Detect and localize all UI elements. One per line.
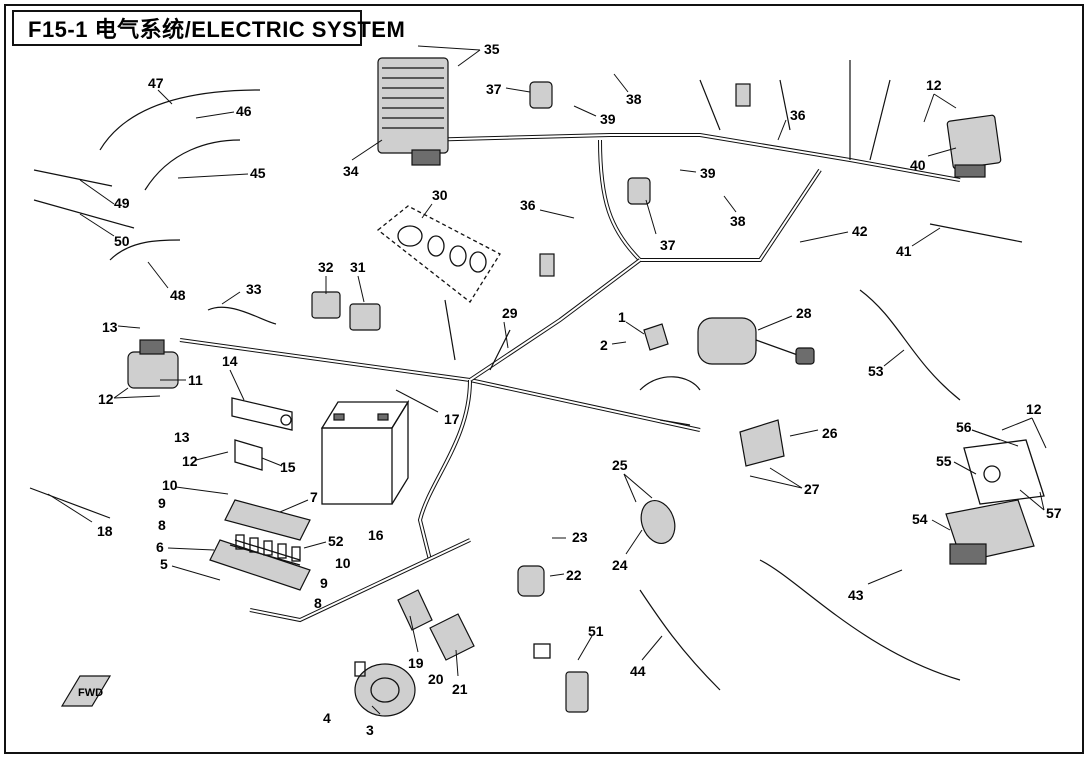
callout-17: 17 (444, 411, 460, 427)
o2-sensors (529, 81, 751, 277)
callout-16: 16 (368, 527, 384, 543)
callout-33: 33 (246, 281, 262, 297)
callout-23: 23 (572, 529, 588, 545)
callout-20: 20 (428, 671, 444, 687)
callout-51: 51 (588, 623, 604, 639)
callout-42: 42 (852, 223, 868, 239)
callout-2: 2 (600, 337, 608, 353)
ecu-bracket (963, 439, 1045, 505)
ecu (945, 499, 1035, 565)
callout-26: 26 (822, 425, 838, 441)
callout-56: 56 (956, 419, 972, 435)
callout-12-bracket: 12 (182, 453, 198, 469)
callout-39-mid: 39 (700, 165, 716, 181)
callout-47: 47 (148, 75, 164, 91)
callout-10-right: 10 (335, 555, 351, 571)
callout-52: 52 (328, 533, 344, 549)
callout-8-right: 8 (314, 595, 322, 611)
callout-36-mid: 36 (520, 197, 536, 213)
callout-18: 18 (97, 523, 113, 539)
page-title: F15-1 电气系统/ELECTRIC SYSTEM (28, 17, 406, 42)
callout-22: 22 (566, 567, 582, 583)
diagram-frame (4, 4, 1084, 754)
callout-30: 30 (432, 187, 448, 203)
callout-24: 24 (612, 557, 628, 573)
callout-45: 45 (250, 165, 266, 181)
battery (320, 399, 410, 505)
callout-53: 53 (868, 363, 884, 379)
fwd-label: FWD (78, 687, 103, 699)
flasher (640, 500, 676, 544)
fuse-box (209, 499, 311, 591)
callout-35: 35 (484, 41, 500, 57)
callout-40: 40 (910, 157, 926, 173)
callouts: 1 2 3 4 5 6 7 8 8 9 9 10 10 11 12 12 12 … (47, 41, 1062, 738)
cdi-module (946, 114, 1002, 178)
ignition-switch-kit (376, 205, 501, 303)
callout-34: 34 (343, 163, 359, 179)
callout-32: 32 (318, 259, 334, 275)
voltage-regulator (377, 57, 449, 166)
main-wiring-harness (179, 60, 961, 623)
callout-36-top: 36 (790, 107, 806, 123)
callout-4: 4 (323, 710, 331, 726)
fwd-arrow: FWD (60, 675, 112, 707)
callout-49: 49 (114, 195, 130, 211)
callout-8-left: 8 (158, 517, 166, 533)
callout-27: 27 (804, 481, 820, 497)
brake-light-switch (739, 419, 785, 467)
callout-38-top: 38 (626, 91, 642, 107)
callout-13-bracket: 13 (174, 429, 190, 445)
callout-29: 29 (502, 305, 518, 321)
callout-25: 25 (612, 457, 628, 473)
callout-12-cdi: 12 (926, 77, 942, 93)
callout-43: 43 (848, 587, 864, 603)
callout-12-ecu: 12 (1026, 401, 1042, 417)
cable-ties (29, 89, 1023, 691)
speed-sensor (533, 643, 589, 713)
callout-13-relay: 13 (102, 319, 118, 335)
callout-12-relay: 12 (98, 391, 114, 407)
horn (354, 661, 416, 717)
gear-position-sensor (643, 323, 669, 351)
handlebar-switch (697, 317, 815, 365)
title-box: F15-1 电气系统/ELECTRIC SYSTEM (12, 10, 405, 46)
callout-14: 14 (222, 353, 238, 369)
callout-50: 50 (114, 233, 130, 249)
callout-1: 1 (618, 309, 626, 325)
callout-9-left: 9 (158, 495, 166, 511)
relay-bracket (231, 397, 293, 471)
callout-39-top: 39 (600, 111, 616, 127)
callout-19: 19 (408, 655, 424, 671)
starter-relay (127, 339, 179, 389)
ignition-coil (517, 565, 545, 597)
callout-6: 6 (156, 539, 164, 555)
callout-46: 46 (236, 103, 252, 119)
callout-54: 54 (912, 511, 928, 527)
callout-37-top: 37 (486, 81, 502, 97)
callout-44: 44 (630, 663, 646, 679)
relays (311, 291, 381, 331)
callout-57: 57 (1046, 505, 1062, 521)
callout-11: 11 (188, 372, 203, 388)
callout-7: 7 (310, 489, 318, 505)
callout-15: 15 (280, 459, 296, 475)
callout-31: 31 (350, 259, 366, 275)
callout-55: 55 (936, 453, 952, 469)
callout-9-right: 9 (320, 575, 328, 591)
callout-5: 5 (160, 556, 168, 572)
callout-28: 28 (796, 305, 812, 321)
callout-48: 48 (170, 287, 186, 303)
main-connector (397, 589, 475, 661)
callout-41: 41 (896, 243, 912, 259)
callout-37-mid: 37 (660, 237, 676, 253)
callout-3: 3 (366, 722, 374, 738)
callout-21: 21 (452, 681, 468, 697)
callout-10-left: 10 (162, 477, 178, 493)
callout-38-mid: 38 (730, 213, 746, 229)
